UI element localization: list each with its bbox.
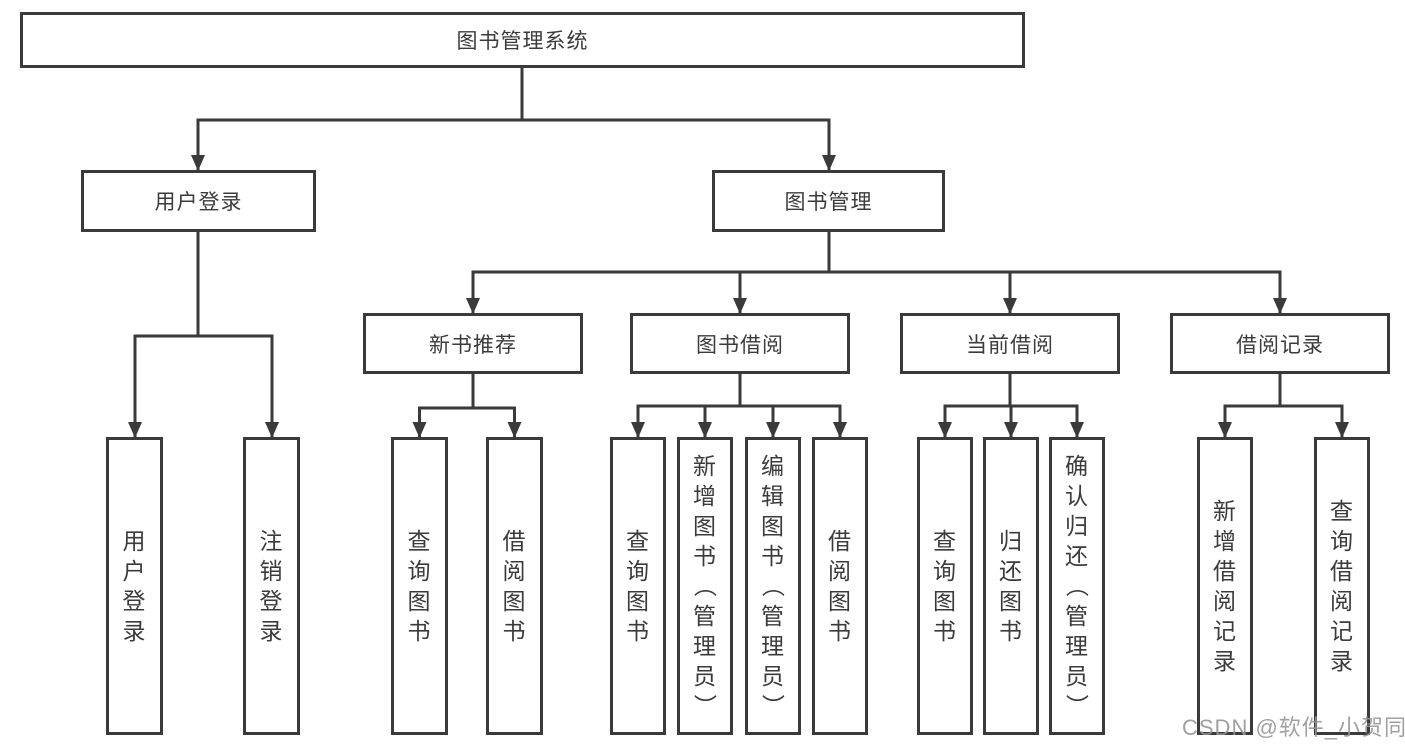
- leaf-query-books-3: 查询图书: [917, 437, 973, 735]
- leaf-label: 查询借阅记录: [1330, 498, 1354, 674]
- leaf-query-books-2: 查询图书: [610, 437, 666, 735]
- leaf-label: 新增图书（管理员）: [692, 453, 718, 718]
- leaf-label: 归还图书: [999, 528, 1023, 644]
- node-book-management: 图书管理: [712, 170, 945, 232]
- node-library-management-system: 图书管理系统: [20, 12, 1025, 68]
- leaf-label: 借阅图书: [828, 528, 852, 644]
- node-label: 借阅记录: [1236, 333, 1324, 357]
- node-borrow-records: 借阅记录: [1170, 313, 1390, 374]
- leaf-label: 新增借阅记录: [1213, 498, 1237, 674]
- leaf-query-books-1: 查询图书: [391, 437, 448, 735]
- node-book-borrow: 图书借阅: [630, 313, 850, 374]
- leaf-label: 用户登录: [122, 528, 147, 644]
- leaf-label: 查询图书: [407, 528, 432, 644]
- node-user-login: 用户登录: [81, 170, 316, 232]
- leaf-confirm-return-admin: 确认归还（管理员）: [1049, 437, 1105, 735]
- leaf-label: 注销登录: [259, 528, 284, 644]
- leaf-borrow-books-2: 借阅图书: [812, 437, 868, 735]
- node-label: 图书管理系统: [456, 30, 589, 53]
- node-label: 图书借阅: [696, 333, 784, 357]
- leaf-label: 查询图书: [626, 528, 650, 644]
- leaf-edit-books-admin: 编辑图书（管理员）: [745, 437, 801, 735]
- node-label: 当前借阅: [966, 333, 1054, 357]
- node-label: 图书管理: [784, 191, 873, 214]
- leaf-logout: 注销登录: [243, 437, 300, 735]
- leaf-label: 借阅图书: [502, 528, 527, 644]
- node-label: 新书推荐: [429, 333, 517, 357]
- leaf-label: 编辑图书（管理员）: [760, 453, 786, 718]
- leaf-return-books: 归还图书: [983, 437, 1039, 735]
- leaf-add-books-admin: 新增图书（管理员）: [677, 437, 733, 735]
- leaf-borrow-books-1: 借阅图书: [486, 437, 543, 735]
- leaf-label: 确认归还（管理员）: [1064, 453, 1090, 718]
- node-new-book-recommend: 新书推荐: [363, 313, 583, 374]
- node-current-borrow: 当前借阅: [900, 313, 1120, 374]
- node-label: 用户登录: [154, 191, 243, 214]
- leaf-add-borrow-record: 新增借阅记录: [1197, 437, 1253, 735]
- leaf-label: 查询图书: [933, 528, 957, 644]
- leaf-query-borrow-record: 查询借阅记录: [1314, 437, 1370, 735]
- leaf-user-login: 用户登录: [106, 437, 163, 735]
- csdn-watermark: CSDN @软件_小贺同学: [1182, 715, 1405, 740]
